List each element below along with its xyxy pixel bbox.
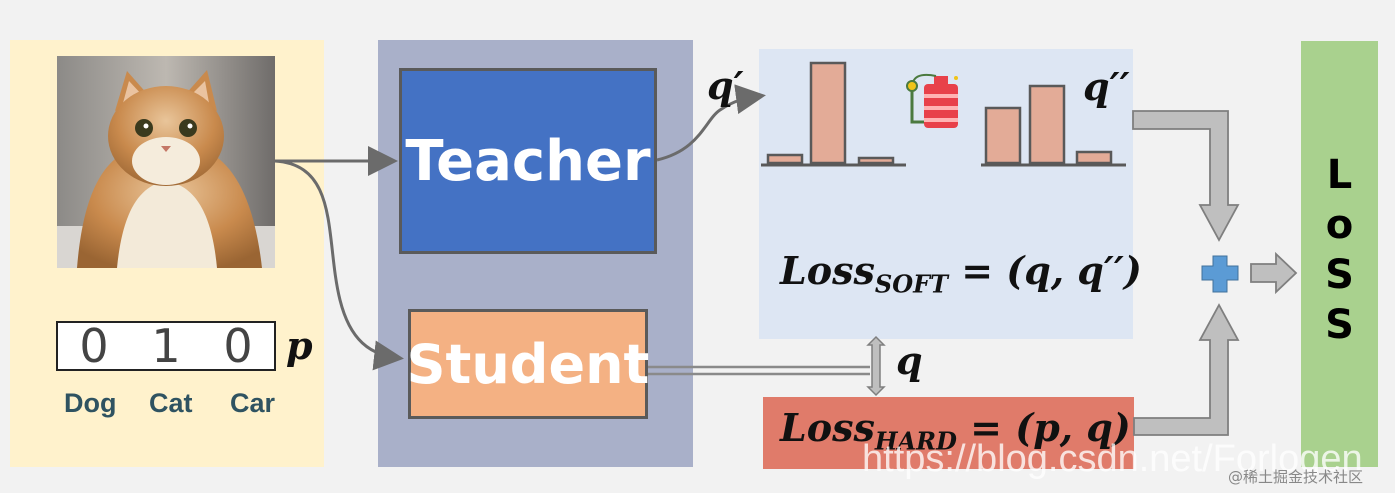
teacher-model-box: Teacher [399,68,657,254]
plus-icon [1201,255,1239,293]
label-value-car: 0 [223,319,253,373]
q-prime-bar-1 [809,61,847,165]
loss-hard-main: Loss [780,405,875,450]
q-double-prime-bar-2 [1075,150,1113,165]
q-prime-label: q′ [707,63,744,108]
loss-letter: o [1325,202,1354,248]
hard-loss-box [763,397,1134,469]
arrow-image-to-student [274,159,404,371]
arrow-hard-to-plus [1133,303,1240,436]
loss-hard-sub: HARD [874,426,957,456]
loss-letter: S [1325,252,1354,298]
q-label: q [896,338,923,383]
loss-soft-rhs: = (q, q′′) [948,248,1142,293]
arrow-student-to-q [648,365,870,376]
label-vector: 0 1 0 [56,321,276,371]
loss-output-label: L o S S [1301,150,1378,350]
arrow-teacher-to-softmax [656,84,766,162]
teacher-label: Teacher [405,128,651,194]
loss-soft-sub: SOFT [874,269,948,299]
loss-letter: S [1325,302,1354,348]
p-symbol: p [286,323,313,368]
arrow-plus-to-loss [1250,251,1298,295]
loss-soft-formula: LossSOFT = (q, q′′) [780,248,1142,299]
q-double-prime-bar-0 [984,106,1022,165]
loss-letter: L [1326,152,1353,198]
q-double-prime-label: q′′ [1083,64,1130,109]
class-label-dog: Dog [64,388,117,418]
arrow-soft-to-plus [1132,110,1240,242]
q-double-prime-bar-1 [1028,84,1066,165]
temperature-heater-icon [906,73,958,128]
class-label-car: Car [230,388,276,418]
label-value-dog: 0 [79,319,109,373]
loss-hard-formula: LossHARD = (p, q) [780,405,1131,456]
loss-output-panel [1301,41,1378,467]
class-label-cat: Cat [149,388,193,418]
student-label: Student [406,332,650,396]
label-value-cat: 1 [151,319,181,373]
q-prime-bar-2 [857,156,895,165]
cat-photo [57,56,275,268]
q-prime-bars [766,61,895,165]
student-model-box: Student [406,309,650,419]
q-double-prime-bars [984,84,1113,165]
juejin-watermark: @稀土掘金技术社区 [1228,468,1364,486]
csdn-watermark: https://blog.csdn.net/Forlogen [862,438,1363,480]
loss-soft-main: Loss [780,248,875,293]
loss-hard-rhs: = (p, q) [956,405,1131,450]
q-double-arrow [866,335,886,397]
q-prime-bar-0 [766,153,804,165]
